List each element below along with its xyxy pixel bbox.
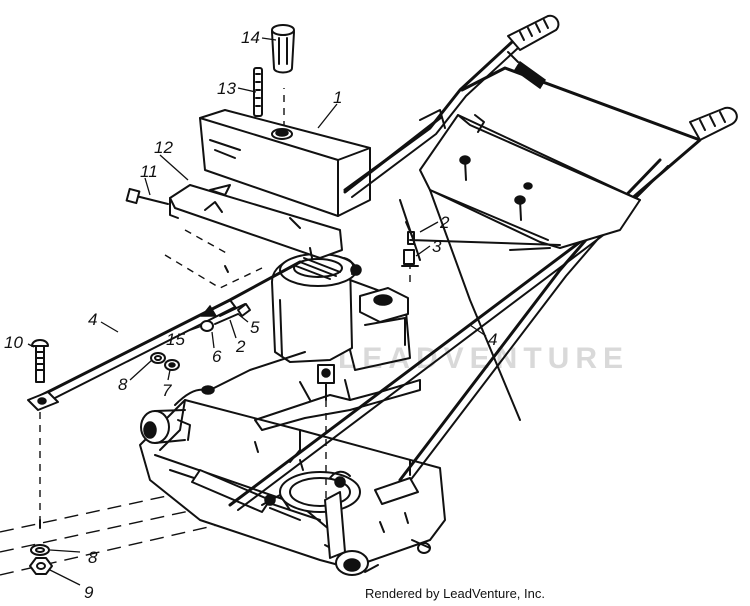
callout-13: 13 <box>217 79 236 98</box>
engine <box>271 253 411 401</box>
callout-7: 7 <box>162 381 172 400</box>
fuel-tank <box>199 109 371 217</box>
callout-5: 5 <box>250 318 260 337</box>
handle-frame <box>343 14 738 505</box>
credit-text: Rendered by LeadVenture, Inc. <box>365 586 545 601</box>
callout-6: 6 <box>212 347 222 366</box>
tank-bracket <box>169 184 343 259</box>
roller-right <box>324 491 379 576</box>
grip-14 <box>271 24 295 74</box>
base-frame <box>139 399 446 576</box>
callout-12: 12 <box>154 138 173 157</box>
fittings-center <box>200 299 251 332</box>
callout-10: 10 <box>4 333 23 352</box>
watermark: LEADVENTURE <box>338 342 629 375</box>
fitting-2-right <box>405 221 415 245</box>
callout-14: 14 <box>241 28 260 47</box>
washer-nut-bottom <box>29 519 53 575</box>
callout-2b: 2 <box>235 337 246 356</box>
callout-3: 3 <box>432 237 442 256</box>
callout-labels: 1 2 2 3 4 4 5 6 7 8 8 9 10 11 12 13 14 1… <box>4 28 497 602</box>
callout-leaders <box>27 37 487 586</box>
roller-left <box>140 409 191 444</box>
control-cable <box>174 351 351 488</box>
callout-11: 11 <box>140 162 158 181</box>
dashed-guides <box>39 88 411 520</box>
engine-mount <box>254 379 421 431</box>
callout-15: 15 <box>166 330 185 349</box>
bolt-10 <box>31 339 49 383</box>
callout-2a: 2 <box>439 213 450 232</box>
callout-8a: 8 <box>118 375 128 394</box>
callout-4a: 4 <box>88 310 97 329</box>
callout-4b: 4 <box>488 330 497 349</box>
callout-9: 9 <box>84 583 94 602</box>
fitting-3 <box>401 249 419 267</box>
bolt-11 <box>125 187 169 205</box>
footer-credit: Rendered by LeadVenture, Inc. <box>0 586 750 604</box>
callout-8b: 8 <box>88 548 98 567</box>
washer-nut-left <box>150 352 180 371</box>
callout-1: 1 <box>333 88 342 107</box>
